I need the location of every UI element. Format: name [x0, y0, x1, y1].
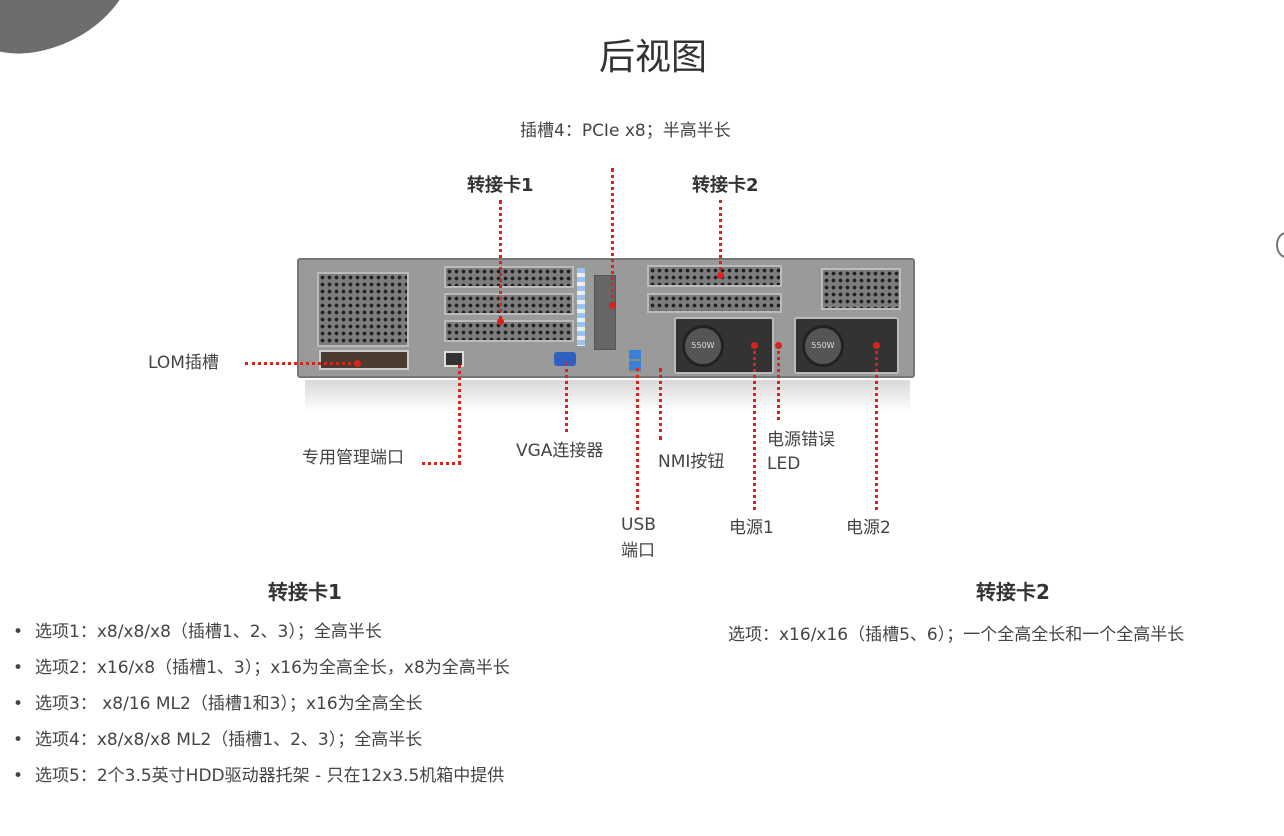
- pcie-slot-6: [647, 293, 782, 313]
- leader-vga: [565, 362, 568, 432]
- label-vga: VGA连接器: [516, 441, 604, 461]
- leader-psu2: [875, 345, 878, 510]
- riser1-heading: 转接卡1: [268, 580, 342, 604]
- label-nmi: NMI按钮: [658, 452, 725, 472]
- psu-1: 550W: [674, 317, 774, 374]
- riser1-option: 选项5：2个3.5英寸HDD驱动器托架 - 只在12x3.5机箱中提供: [13, 764, 510, 800]
- riser1-option: 选项1：x8/x8/x8（插槽1、2、3）；全高半长: [13, 620, 510, 656]
- leader-mgmt-v: [458, 365, 461, 464]
- vga-connector: [554, 352, 576, 366]
- riser1-options: 选项1：x8/x8/x8（插槽1、2、3）；全高半长 选项2：x16/x8（插槽…: [13, 620, 510, 800]
- riser2-heading: 转接卡2: [976, 580, 1050, 604]
- leader-mgmt-h: [422, 462, 461, 465]
- pcie-slot-3: [444, 320, 574, 342]
- label-psu-led-1: 电源错误: [767, 430, 835, 450]
- psu-1-fan: 550W: [682, 325, 724, 367]
- mgmt-port: [444, 351, 464, 367]
- leader-dot: [751, 342, 758, 349]
- leader-psu1: [753, 345, 756, 510]
- label-usb-1: USB: [621, 515, 656, 535]
- label-psu-led-2: LED: [767, 454, 801, 474]
- leader-riser2: [719, 200, 722, 276]
- label-usb-2: 端口: [621, 541, 655, 561]
- left-vent: [317, 272, 409, 347]
- riser1-option: 选项4：x8/x8/x8 ML2（插槽1、2、3）；全高半长: [13, 728, 510, 764]
- pcie-slot-4: [594, 275, 616, 350]
- label-slot4: 插槽4：PCIe x8；半高半长: [520, 121, 731, 141]
- label-riser2: 转接卡2: [692, 175, 759, 196]
- leader-dot: [497, 318, 504, 325]
- riser1-option: 选项3： x8/16 ML2（插槽1和3）；x16为全高全长: [13, 692, 510, 728]
- leader-nmi: [659, 368, 662, 440]
- usb-ports: [629, 350, 641, 372]
- leader-riser1: [499, 200, 502, 320]
- psu-2: 550W: [794, 317, 899, 374]
- riser1-option: 选项2：x16/x8（插槽1、3）；x16为全高全长，x8为全高半长: [13, 656, 510, 692]
- label-riser1: 转接卡1: [467, 175, 534, 196]
- leader-dot: [775, 342, 782, 349]
- server-rear-image: 550W 550W: [297, 258, 915, 378]
- leader-dot: [609, 302, 616, 309]
- label-mgmt: 专用管理端口: [302, 448, 404, 468]
- page-title: 后视图: [598, 37, 707, 78]
- label-psu1: 电源1: [729, 518, 774, 538]
- leader-lom: [245, 362, 357, 365]
- server-reflection: [305, 380, 910, 412]
- right-vent: [821, 268, 901, 310]
- leader-dot: [873, 342, 880, 349]
- leader-slot4: [611, 168, 614, 306]
- pcie-slot-5: [647, 265, 782, 287]
- leader-psu-led: [777, 345, 780, 420]
- leader-dot: [717, 272, 724, 279]
- lom-ports: [319, 350, 409, 370]
- psu-2-fan: 550W: [802, 325, 844, 367]
- edge-button[interactable]: [1276, 232, 1284, 258]
- riser-latch: [577, 268, 585, 346]
- leader-usb: [636, 368, 639, 510]
- label-psu2: 电源2: [846, 518, 891, 538]
- leader-dot: [354, 360, 361, 367]
- label-lom: LOM插槽: [148, 353, 219, 373]
- riser2-option: 选项：x16/x16（插槽5、6）；一个全高全长和一个全高半长: [728, 625, 1185, 645]
- pcie-slot-1: [444, 266, 574, 288]
- pcie-slot-2: [444, 293, 574, 315]
